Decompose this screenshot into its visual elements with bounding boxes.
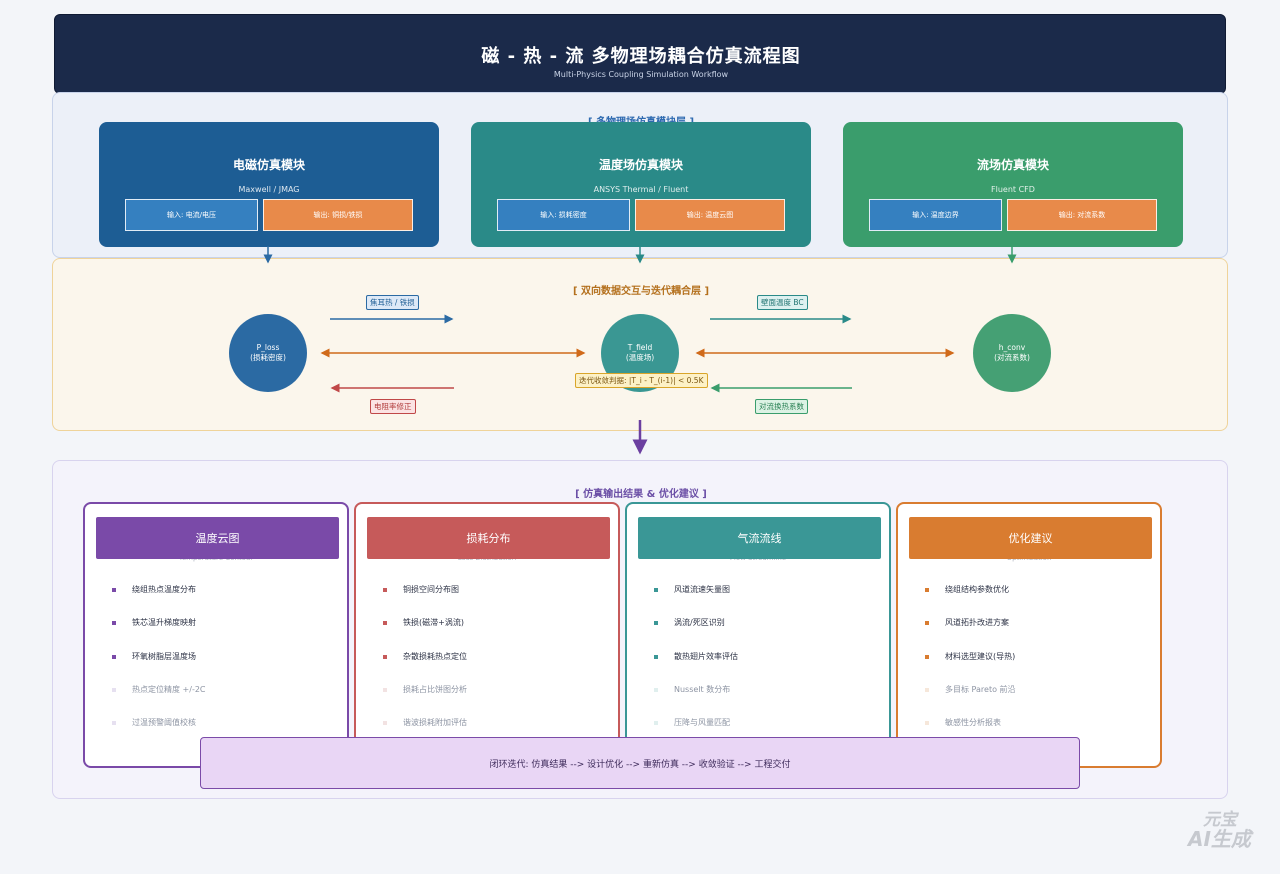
temperature-contour-card: Temperature Contour 温度云图 绕组热点温度分布 铁芯温升梯度… bbox=[83, 502, 349, 768]
layer2-title: [ 双向数据交互与迭代耦合层 ] bbox=[572, 286, 710, 297]
page-title: 磁 - 热 - 流 多物理场耦合仿真流程图 bbox=[481, 46, 801, 67]
flow-module-title: 流场仿真模块 bbox=[976, 158, 1049, 172]
simulation-module-layer: [ 多物理场仿真模块层 ] 电磁仿真模块 Maxwell / JMAG 输入: … bbox=[52, 92, 1228, 258]
flow-module-software: Fluent CFD bbox=[991, 185, 1035, 194]
thermal-module-input: 输入: 损耗密度 bbox=[497, 199, 630, 231]
convection-label: 对流换热系数 bbox=[755, 399, 808, 414]
p-loss-node: P_loss (损耗密度) bbox=[229, 314, 307, 392]
h-conv-node: h_conv (对流系数) bbox=[973, 314, 1051, 392]
thermal-module-software: ANSYS Thermal / Fluent bbox=[593, 185, 689, 194]
card-title: 气流流线 bbox=[638, 517, 881, 559]
list-item: 铁芯温升梯度映射 bbox=[112, 617, 196, 628]
watermark-logo-text: AI生成 bbox=[1188, 827, 1251, 851]
joule-heat-label: 焦耳热 / 铁损 bbox=[366, 295, 419, 310]
p-loss-name: P_loss bbox=[256, 343, 280, 352]
header-banner: 磁 - 热 - 流 多物理场耦合仿真流程图 Multi-Physics Coup… bbox=[54, 14, 1226, 94]
list-item: 绕组结构参数优化 bbox=[925, 584, 1009, 595]
closed-loop-banner: 闭环迭代: 仿真结果 --> 设计优化 --> 重新仿真 --> 收敛验证 --… bbox=[200, 737, 1080, 789]
wall-temp-label: 壁面温度 BC bbox=[757, 295, 808, 310]
card-title: 优化建议 bbox=[909, 517, 1152, 559]
em-module-card: 电磁仿真模块 Maxwell / JMAG 输入: 电流/电压 输出: 铜损/铁… bbox=[99, 122, 439, 247]
resistivity-label: 电阻率修正 bbox=[370, 399, 416, 414]
list-item: 谐波损耗附加评估 bbox=[383, 717, 467, 728]
em-module-input: 输入: 电流/电压 bbox=[125, 199, 258, 231]
list-item: 压降与风量匹配 bbox=[654, 717, 730, 728]
list-item: 风道流速矢量图 bbox=[654, 584, 730, 595]
list-item: 散热翅片效率评估 bbox=[654, 651, 738, 662]
page-subtitle: Multi-Physics Coupling Simulation Workfl… bbox=[553, 70, 729, 79]
list-item: Nusselt 数分布 bbox=[654, 684, 730, 695]
thermal-module-output: 输出: 温度云图 bbox=[635, 199, 785, 231]
p-loss-desc: (损耗密度) bbox=[250, 353, 286, 362]
convergence-criterion: 迭代收敛判据: |T_i - T_(i-1)| < 0.5K bbox=[575, 373, 708, 388]
list-item: 绕组热点温度分布 bbox=[112, 584, 196, 595]
list-item: 环氧树脂层温度场 bbox=[112, 651, 196, 662]
t-field-desc: (温度场) bbox=[625, 353, 655, 362]
list-item: 涡流/死区识别 bbox=[654, 617, 725, 628]
h-conv-desc: (对流系数) bbox=[994, 353, 1030, 362]
watermark-logo: 元宝 bbox=[1203, 810, 1237, 830]
list-item: 过温预警阈值校核 bbox=[112, 717, 196, 728]
card-title: 温度云图 bbox=[96, 517, 339, 559]
list-item: 铜损空间分布图 bbox=[383, 584, 459, 595]
list-item: 敏感性分析报表 bbox=[925, 717, 1001, 728]
thermal-module-card: 温度场仿真模块 ANSYS Thermal / Fluent 输入: 损耗密度 … bbox=[471, 122, 811, 247]
h-conv-name: h_conv bbox=[998, 343, 1026, 352]
card-title: 损耗分布 bbox=[367, 517, 610, 559]
list-item: 杂散损耗热点定位 bbox=[383, 651, 467, 662]
list-item: 热点定位精度 +/-2C bbox=[112, 684, 206, 695]
optimization-card: Optimization 优化建议 绕组结构参数优化 风道拓扑改进方案 材料选型… bbox=[896, 502, 1162, 768]
list-item: 多目标 Pareto 前沿 bbox=[925, 684, 1016, 695]
thermal-module-title: 温度场仿真模块 bbox=[598, 158, 683, 172]
list-item: 风道拓扑改进方案 bbox=[925, 617, 1009, 628]
flow-module-input: 输入: 温度边界 bbox=[869, 199, 1002, 231]
list-item: 损耗占比饼图分析 bbox=[383, 684, 467, 695]
t-field-name: T_field bbox=[627, 343, 653, 352]
em-module-software: Maxwell / JMAG bbox=[238, 185, 300, 194]
flow-streamline-card: Flow Streamline 气流流线 风道流速矢量图 涡流/死区识别 散热翅… bbox=[625, 502, 891, 768]
flow-module-output: 输出: 对流系数 bbox=[1007, 199, 1157, 231]
em-module-title: 电磁仿真模块 bbox=[232, 158, 305, 172]
list-item: 材料选型建议(导热) bbox=[925, 651, 1015, 662]
list-item: 铁损(磁滞+涡流) bbox=[383, 617, 464, 628]
flow-module-card: 流场仿真模块 Fluent CFD 输入: 温度边界 输出: 对流系数 bbox=[843, 122, 1183, 247]
layer3-title: [ 仿真输出结果 & 优化建议 ] bbox=[575, 489, 707, 500]
loss-distribution-card: Loss Distribution 损耗分布 铜损空间分布图 铁损(磁滞+涡流)… bbox=[354, 502, 620, 768]
em-module-output: 输出: 铜损/铁损 bbox=[263, 199, 413, 231]
